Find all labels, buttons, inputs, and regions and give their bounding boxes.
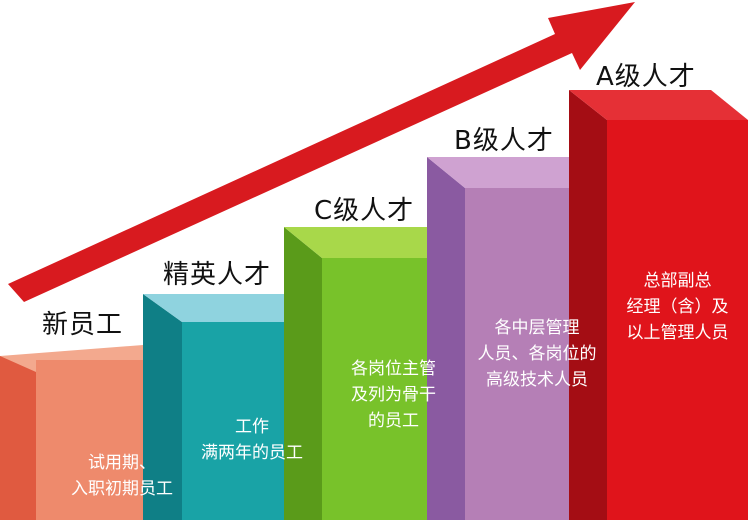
step-3-side-face — [284, 227, 322, 520]
step-1-title: 新员工 — [42, 310, 124, 340]
step-5-side-face — [569, 90, 607, 520]
step-4-title: B级人才 — [454, 126, 554, 156]
step-3-description-line-3: 的员工 — [368, 411, 419, 431]
step-1-side-face — [0, 356, 36, 520]
step-4-description-line-2: 人员、各岗位的 — [477, 344, 597, 364]
step-2-description: 工作 满两年的员工 — [182, 414, 322, 466]
step-5-top-face — [569, 90, 748, 120]
step-4-description-line-1: 各中层管理 — [494, 318, 580, 338]
step-3-title: C级人才 — [314, 196, 415, 226]
step-1-description-line-2: 入职初期员工 — [71, 479, 173, 499]
step-3-description-line-1: 各岗位主管 — [351, 359, 436, 379]
step-5-description-line-1: 总部副总 — [643, 271, 712, 291]
step-5-title: A级人才 — [596, 62, 696, 92]
step-2-side-face — [143, 294, 182, 520]
step-1-description: 试用期、 入职初期员工 — [60, 450, 184, 502]
step-3-description-line-2: 及列为骨干 — [351, 385, 436, 405]
step-2-title: 精英人才 — [163, 260, 272, 290]
step-2-description-line-2: 满两年的员工 — [201, 443, 303, 463]
step-5-front-face — [607, 120, 748, 520]
step-4-top-face — [427, 157, 607, 188]
step-5-description-line-2: 经理（含）及 — [626, 297, 729, 317]
step-3-top-face — [284, 227, 465, 258]
step-2-description-line-1: 工作 — [235, 417, 269, 437]
step-2-top-face — [143, 294, 322, 322]
step-4-side-face — [427, 157, 465, 520]
step-3-description: 各岗位主管 及列为骨干 的员工 — [322, 356, 465, 434]
step-1-description-line-1: 试用期、 — [88, 453, 156, 473]
step-5-description: 总部副总 经理（含）及 以上管理人员 — [607, 268, 748, 346]
step-4-description: 各中层管理 人员、各岗位的 高级技术人员 — [467, 315, 607, 393]
growth-arrow — [8, 2, 635, 302]
step-5-description-line-3: 以上管理人员 — [626, 323, 729, 343]
step-4-description-line-3: 高级技术人员 — [486, 370, 588, 390]
